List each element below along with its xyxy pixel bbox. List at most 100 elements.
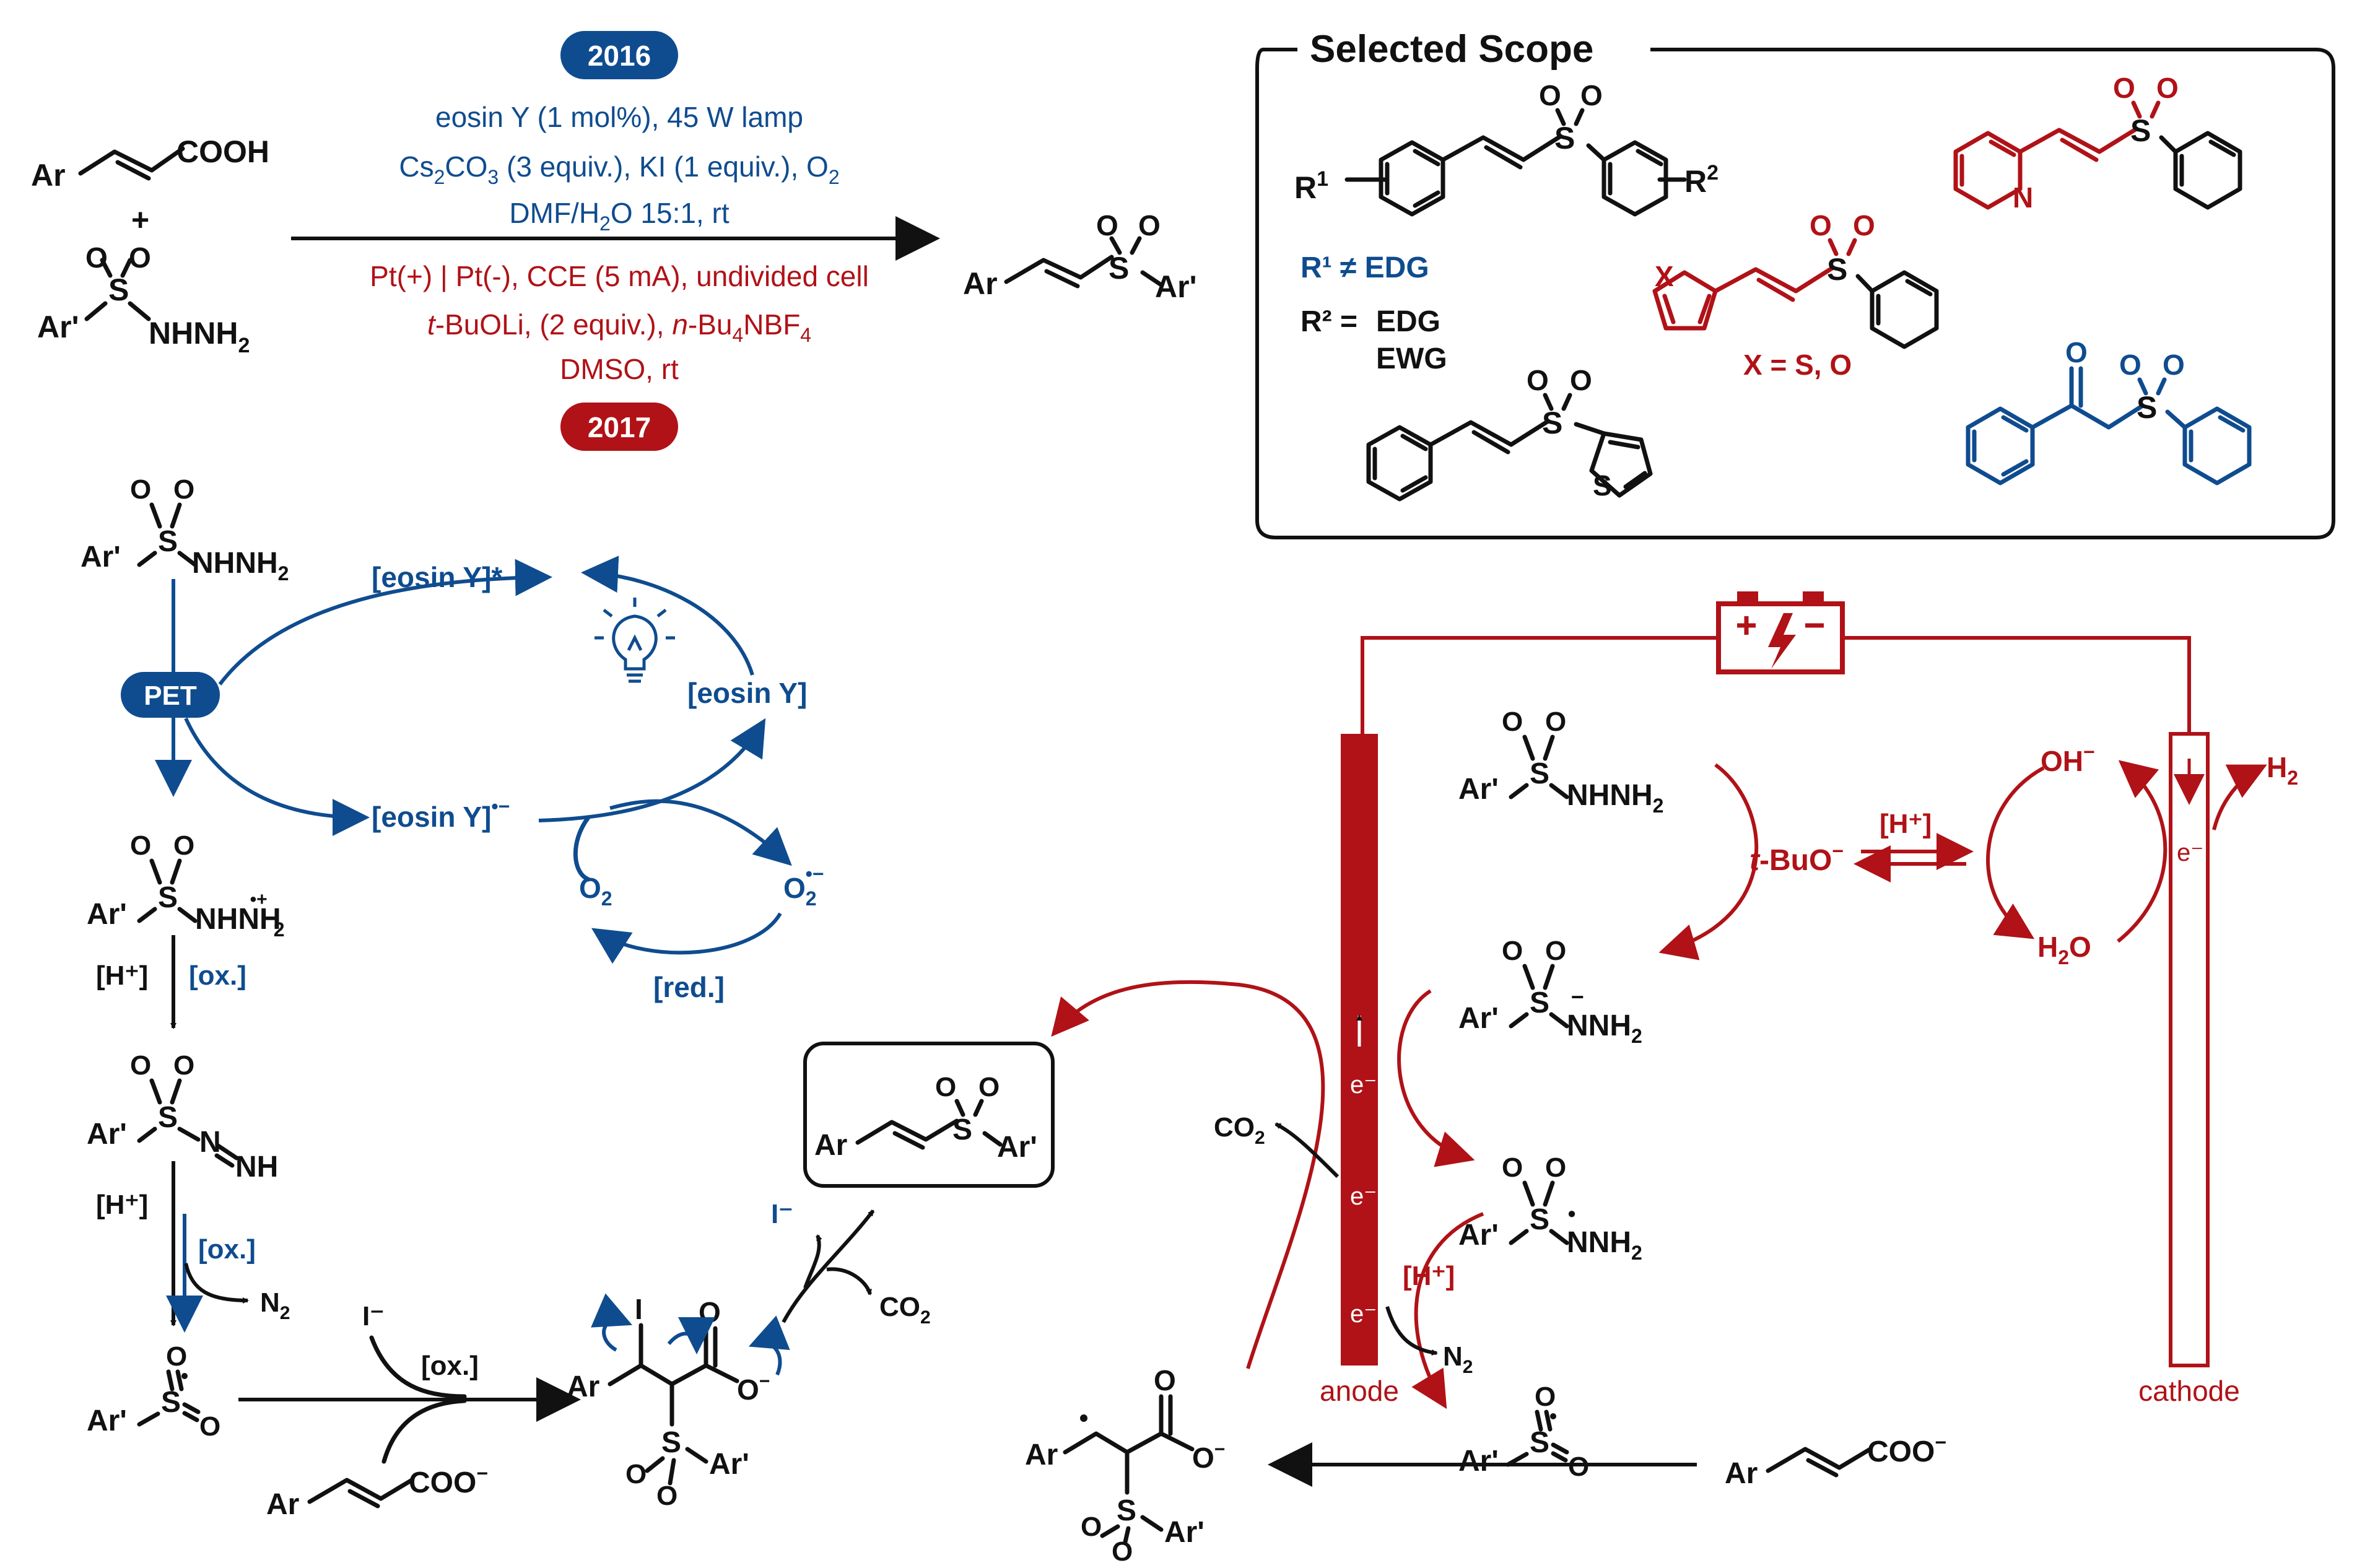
svg-text:S: S [1530,1426,1549,1459]
svg-text:O: O [625,1459,647,1489]
svg-text:O: O [1138,209,1161,242]
hydrazide-radical-cation: S O O Ar' NHNH•+2 [87,830,284,941]
svg-text:O2•−: O2•− [783,863,824,910]
svg-text:Ar': Ar' [87,1405,127,1437]
photoredox-mechanism: S O O Ar' NHNH2 PET [eosin Y]* [eosin Y]… [81,474,1055,1521]
svg-text:O: O [1545,936,1566,966]
eosin-excited: [eosin Y]* [372,561,502,593]
svg-text:O2: O2 [579,872,612,910]
svg-text:O: O [2113,72,2135,104]
svg-text:Ar': Ar' [1458,1002,1499,1035]
svg-text:O−: O− [737,1371,770,1406]
svg-text:S: S [1530,757,1549,790]
cathode-electrode [2169,732,2210,1367]
svg-text:S: S [1109,251,1129,285]
svg-text:N: N [199,1126,221,1159]
svg-text:DMSO, rt: DMSO, rt [560,353,679,385]
top-reaction: Ar COOH + S O O Ar' NHNH2 2016 eosin Y (… [31,31,1196,451]
svg-text:COO−: COO− [1867,1431,1946,1468]
svg-text:O: O [1502,707,1523,737]
cinnamic-acid: Ar COOH [31,134,269,193]
svg-text:EDG: EDG [1376,305,1440,338]
svg-text:I⁻: I⁻ [771,1199,793,1229]
svg-text:S: S [158,1101,178,1134]
svg-text:N2: N2 [1443,1341,1473,1377]
svg-text:Ar': Ar' [1458,773,1499,806]
svg-text:Ar: Ar [1725,1457,1758,1490]
svg-text:Ar': Ar' [997,1131,1037,1164]
svg-text:Ar': Ar' [1458,1445,1499,1478]
svg-text:O: O [130,830,151,861]
svg-text:O: O [1568,1452,1589,1482]
svg-text:O: O [1081,1512,1102,1542]
sulfonyl-diazene: S O O Ar' N NH [87,1050,278,1183]
svg-text:O: O [656,1481,677,1511]
cooh-label: COOH [176,134,269,169]
svg-text:O: O [173,1050,194,1081]
carbon-radical-intermediate: Ar O O− S O O Ar' [1025,1364,1225,1567]
eosin-radical-anion: [eosin Y]•− [372,795,510,833]
svg-text:NHNH2: NHNH2 [192,547,289,585]
svg-text:S: S [2130,113,2151,148]
scope-ketosulfone-example: O S O O [1966,336,2252,486]
svg-text:H2: H2 [2267,751,2298,789]
svg-text:O: O [1570,364,1592,396]
hydrazide-radical: S O O Ar' NNH2• [1458,1152,1642,1264]
svg-text:O: O [85,242,108,274]
svg-text:Ar': Ar' [709,1448,749,1481]
plus-sign: + [131,203,149,237]
svg-text:O: O [130,474,151,505]
eosin-ground: [eosin Y] [687,677,807,709]
svg-text:EWG: EWG [1376,342,1447,375]
svg-text:2016: 2016 [588,40,651,72]
selected-scope-panel: Selected Scope S O O R1 R2 R¹ ≠ EDG R² =… [1255,28,2335,539]
svg-text:eosin Y (1 mol%), 45 W lamp: eosin Y (1 mol%), 45 W lamp [435,101,803,133]
cinnamate-right: Ar COO− [1725,1431,1946,1490]
electro-hydrazide: S O O Ar' NHNH2 [1458,707,1663,817]
svg-text:O: O [199,1411,220,1442]
svg-text:O: O [2163,349,2185,381]
svg-text:[H⁺]: [H⁺] [1403,1261,1455,1291]
sulfonyl-radical: S O Ar' O [87,1341,220,1442]
svg-text:O: O [1502,1152,1523,1183]
svg-text:S: S [661,1426,681,1459]
svg-text:S: S [161,1386,181,1419]
boxed-product: Ar S O O Ar' [803,1042,1055,1188]
svg-text:O: O [1502,936,1523,966]
svg-text:[ox.]: [ox.] [198,1234,256,1265]
svg-text:e⁻: e⁻ [1350,1300,1377,1328]
svg-text:O: O [1154,1364,1176,1396]
svg-text:I: I [635,1293,643,1325]
svg-text:O: O [1545,707,1566,737]
svg-text:Pt(+) | Pt(-), CCE (5 mA), und: Pt(+) | Pt(-), CCE (5 mA), undivided cel… [370,260,869,292]
scope-pyridyl-example: N S O O [1953,72,2242,214]
svg-text:COO−: COO− [409,1462,488,1499]
svg-text:Ar': Ar' [87,898,127,931]
svg-text:S: S [108,272,129,307]
svg-text:O: O [2065,336,2088,368]
svg-text:Ar': Ar' [87,1118,127,1151]
svg-text:S: S [158,525,178,558]
svg-text:e⁻: e⁻ [1350,1071,1377,1099]
svg-text:t-BuO−: t-BuO− [1749,840,1844,877]
battery-icon [1716,591,1845,674]
svg-text:H2O: H2O [2037,931,2091,969]
badge-2016 [560,31,678,79]
badge-2017 [560,403,678,451]
ar-label: Ar [31,158,66,193]
svg-text:Ar: Ar [814,1129,847,1162]
svg-text:NHNH2: NHNH2 [1567,779,1663,817]
svg-text:Ar: Ar [963,266,998,301]
svg-text:PET: PET [144,681,197,711]
svg-text:Cs2CO3 (3 equiv.), KI (1 equiv: Cs2CO3 (3 equiv.), KI (1 equiv.), O2 [399,150,839,188]
svg-text:S: S [158,881,178,914]
scope-aryl-vinyl-sulfone: S O O R1 R2 [1294,79,1719,217]
svg-text:O: O [2156,72,2179,104]
svg-text:Ar': Ar' [37,310,79,344]
svg-text:NHNH•+2: NHNH•+2 [195,889,284,941]
svg-text:e⁻: e⁻ [1350,1183,1377,1210]
svg-text:[ox.]: [ox.] [421,1351,479,1381]
svg-text:O: O [129,242,151,274]
svg-text:t-BuOLi, (2 equiv.), n-Bu4NBF4: t-BuOLi, (2 equiv.), n-Bu4NBF4 [427,308,811,346]
